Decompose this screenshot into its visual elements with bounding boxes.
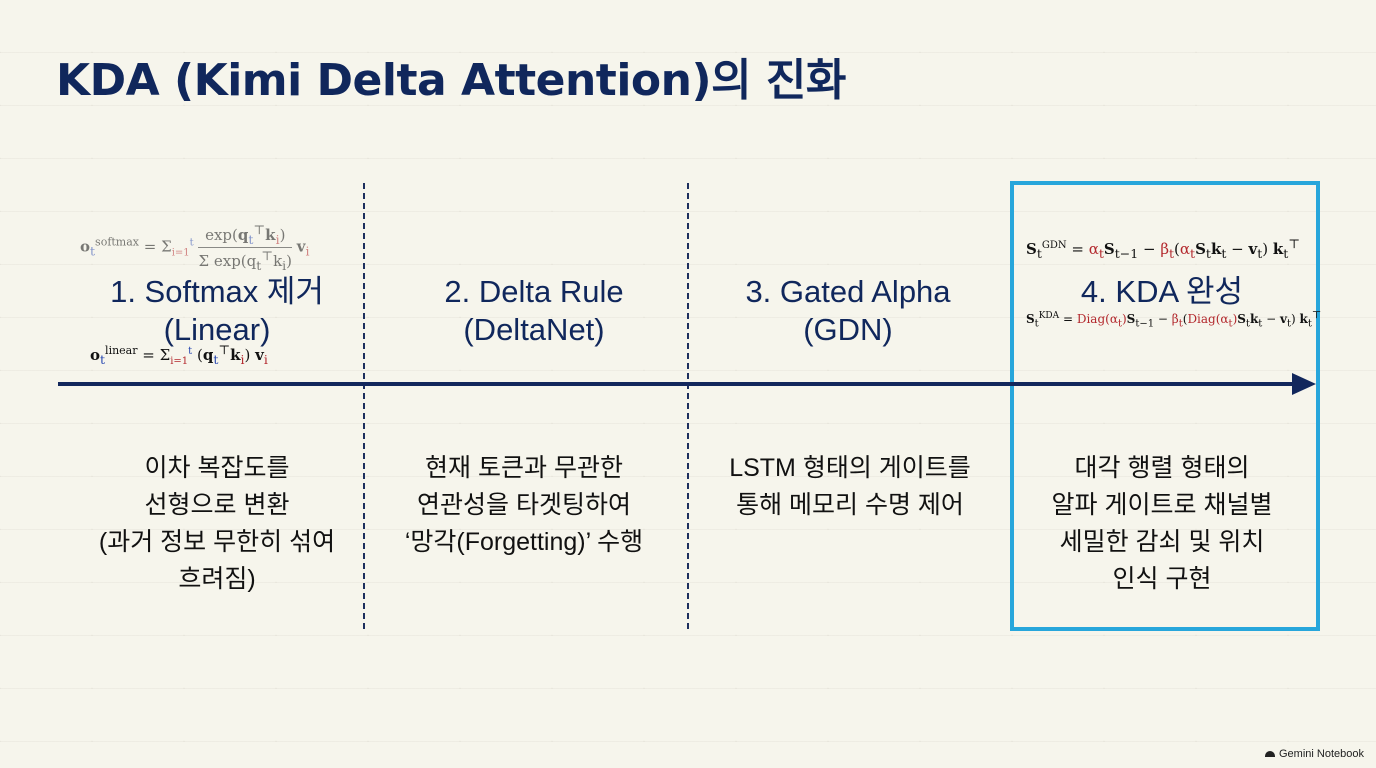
stage-1-desc-line: 선형으로 변환 bbox=[144, 491, 290, 519]
gdn-formula: StGDN = αtSt−1 − βt(αtStkt − vt) kt⊤ bbox=[1026, 236, 1301, 261]
stage-1-title: 1. Softmax 제거 (Linear) bbox=[67, 273, 367, 349]
watermark: Gemini Notebook bbox=[1265, 748, 1364, 760]
arrow-head-icon bbox=[1292, 373, 1316, 395]
stage-1-desc-line: 이차 복잡도를 bbox=[144, 454, 290, 482]
column-divider bbox=[687, 183, 689, 629]
stage-4-desc-line: 인식 구현 bbox=[1112, 565, 1212, 593]
stage-2-desc-line: 연관성을 타겟팅하여 bbox=[417, 491, 631, 519]
stage-2-title-line-2: (DeltaNet) bbox=[463, 312, 605, 347]
slide-title: KDA (Kimi Delta Attention)의 진화 bbox=[56, 55, 846, 106]
stage-2-description: 현재 토큰과 무관한 연관성을 타겟팅하여 ‘망각(Forgetting)’ 수… bbox=[374, 450, 674, 561]
stage-1-desc-line: 흐려짐) bbox=[178, 565, 256, 593]
notebook-logo-icon bbox=[1265, 751, 1275, 757]
stage-1-description: 이차 복잡도를 선형으로 변환 (과거 정보 무한히 섞여 흐려짐) bbox=[67, 450, 367, 598]
stage-4-title: 4. KDA 완성 bbox=[1012, 273, 1312, 311]
stage-1-desc-line: (과거 정보 무한히 섞여 bbox=[98, 528, 336, 556]
kda-highlight-box bbox=[1010, 181, 1320, 631]
stage-3-desc-line: 통해 메모리 수명 제어 bbox=[736, 491, 964, 519]
stage-4-desc-line: 알파 게이트로 채널별 bbox=[1051, 491, 1273, 519]
stage-4-desc-line: 세밀한 감쇠 및 위치 bbox=[1059, 528, 1265, 556]
stage-4-description: 대각 행렬 형태의 알파 게이트로 채널별 세밀한 감쇠 및 위치 인식 구현 bbox=[1012, 450, 1312, 598]
column-divider bbox=[363, 183, 365, 629]
timeline-arrow-line bbox=[58, 382, 1294, 386]
stage-3-title: 3. Gated Alpha (GDN) bbox=[698, 273, 998, 349]
stage-3-title-line-2: (GDN) bbox=[803, 312, 893, 347]
watermark-text: Gemini Notebook bbox=[1279, 748, 1364, 760]
stage-3-title-line-1: 3. Gated Alpha bbox=[745, 274, 951, 309]
stage-3-desc-line: LSTM 형태의 게이트를 bbox=[729, 454, 971, 482]
stage-2-title-line-1: 2. Delta Rule bbox=[444, 274, 624, 309]
stage-3-description: LSTM 형태의 게이트를 통해 메모리 수명 제어 bbox=[700, 450, 1000, 524]
softmax-formula: otsoftmax = Σi=1t exp(qt⊤ki) Σ exp(qt⊤ki… bbox=[80, 222, 310, 273]
stage-4-desc-line: 대각 행렬 형태의 bbox=[1074, 454, 1250, 482]
stage-4-title-line-1: 4. KDA 완성 bbox=[1080, 274, 1244, 309]
stage-1-title-line-1: 1. Softmax 제거 bbox=[110, 274, 324, 309]
stage-1-title-line-2: (Linear) bbox=[163, 312, 271, 347]
stage-2-desc-line: 현재 토큰과 무관한 bbox=[425, 454, 623, 482]
stage-2-desc-line: ‘망각(Forgetting)’ 수행 bbox=[404, 528, 644, 556]
stage-2-title: 2. Delta Rule (DeltaNet) bbox=[384, 273, 684, 349]
kda-formula: StKDA = Diag(αt)St−1 − βt(Diag(αt)Stkt −… bbox=[1026, 310, 1322, 330]
linear-formula: otlinear = Σi=1t (qt⊤ki) vi bbox=[90, 342, 268, 367]
